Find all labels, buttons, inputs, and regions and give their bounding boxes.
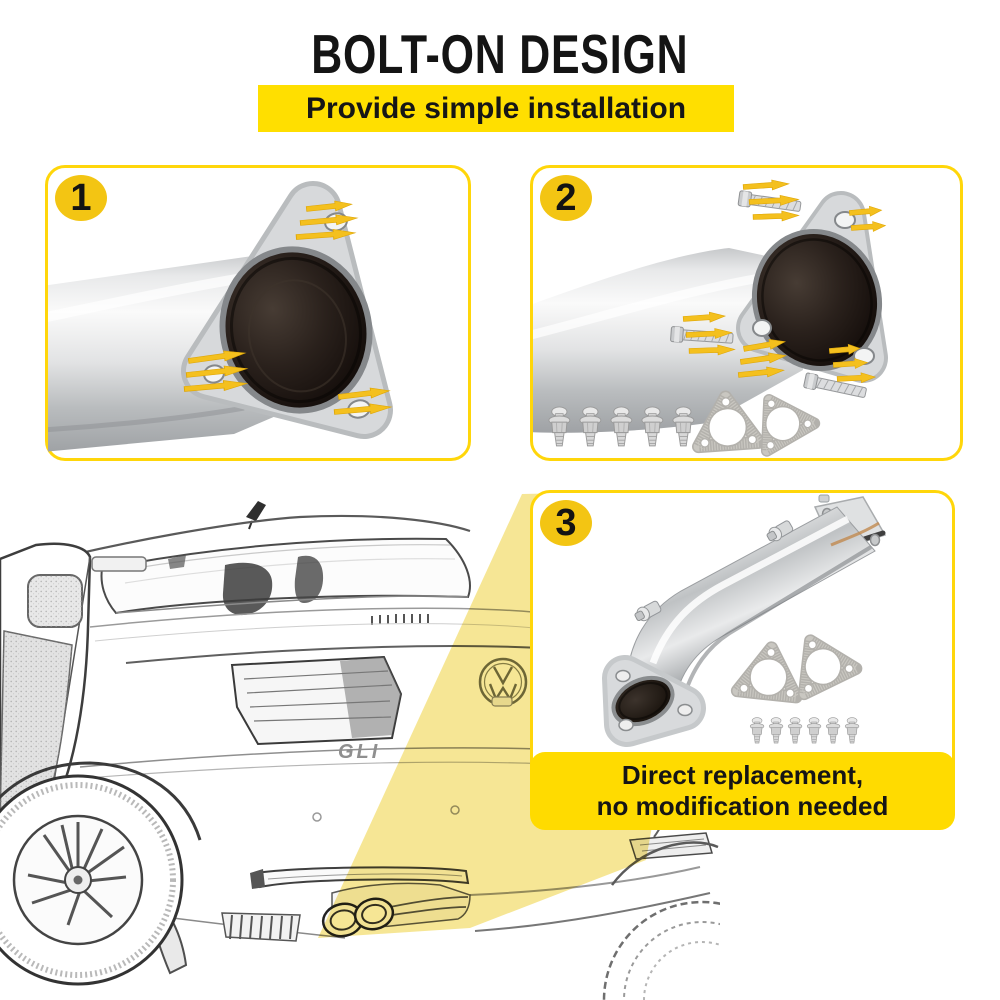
bolt-hole bbox=[834, 211, 856, 229]
exhaust-pipe bbox=[533, 248, 803, 433]
open-door bbox=[0, 542, 92, 837]
bolt-kit bbox=[749, 717, 860, 744]
caption-line-2: no modification needed bbox=[596, 791, 889, 821]
step-number: 2 bbox=[555, 176, 577, 219]
page-title-text: BOLT-ON DESIGN bbox=[311, 23, 689, 85]
exhaust-tips bbox=[321, 882, 471, 938]
flange bbox=[181, 181, 393, 439]
bolt-hole bbox=[615, 669, 631, 683]
panel3-caption: Direct replacement, no modification need… bbox=[530, 752, 955, 830]
page-title: BOLT-ON DESIGN bbox=[0, 22, 1000, 86]
gaskets bbox=[737, 628, 857, 699]
step-panel-1: 1 bbox=[45, 165, 471, 461]
bolt-hole bbox=[677, 703, 693, 717]
subtitle-text: Provide simple installation bbox=[305, 91, 687, 125]
bolt-hole bbox=[752, 319, 772, 337]
step-number-badge: 1 bbox=[55, 175, 107, 221]
gli-badge-text: GLI bbox=[338, 741, 380, 763]
downpipe-product-illustration bbox=[602, 494, 887, 747]
right-wheel bbox=[602, 841, 720, 1000]
step-number-badge: 3 bbox=[540, 500, 592, 546]
left-taillight bbox=[230, 655, 403, 746]
subtitle-banner: Provide simple installation bbox=[258, 85, 734, 132]
flange bbox=[736, 191, 888, 383]
flange-with-bolts-illustration bbox=[533, 178, 888, 458]
step-number: 1 bbox=[70, 176, 92, 219]
flange-closeup-illustration bbox=[48, 181, 393, 452]
left-wheel bbox=[0, 761, 202, 986]
bolt-hole bbox=[618, 718, 634, 732]
trunk-handle bbox=[491, 696, 513, 707]
step-panel-2: 2 bbox=[530, 165, 963, 461]
caption-line-1: Direct replacement, bbox=[621, 759, 864, 790]
step-number: 3 bbox=[555, 501, 577, 544]
diffuser-fins bbox=[221, 912, 301, 942]
step-number-badge: 2 bbox=[540, 175, 592, 221]
step-panel-3: 3 Direct replacement, no modification ne… bbox=[530, 490, 955, 830]
shark-fin-antenna bbox=[246, 501, 266, 530]
